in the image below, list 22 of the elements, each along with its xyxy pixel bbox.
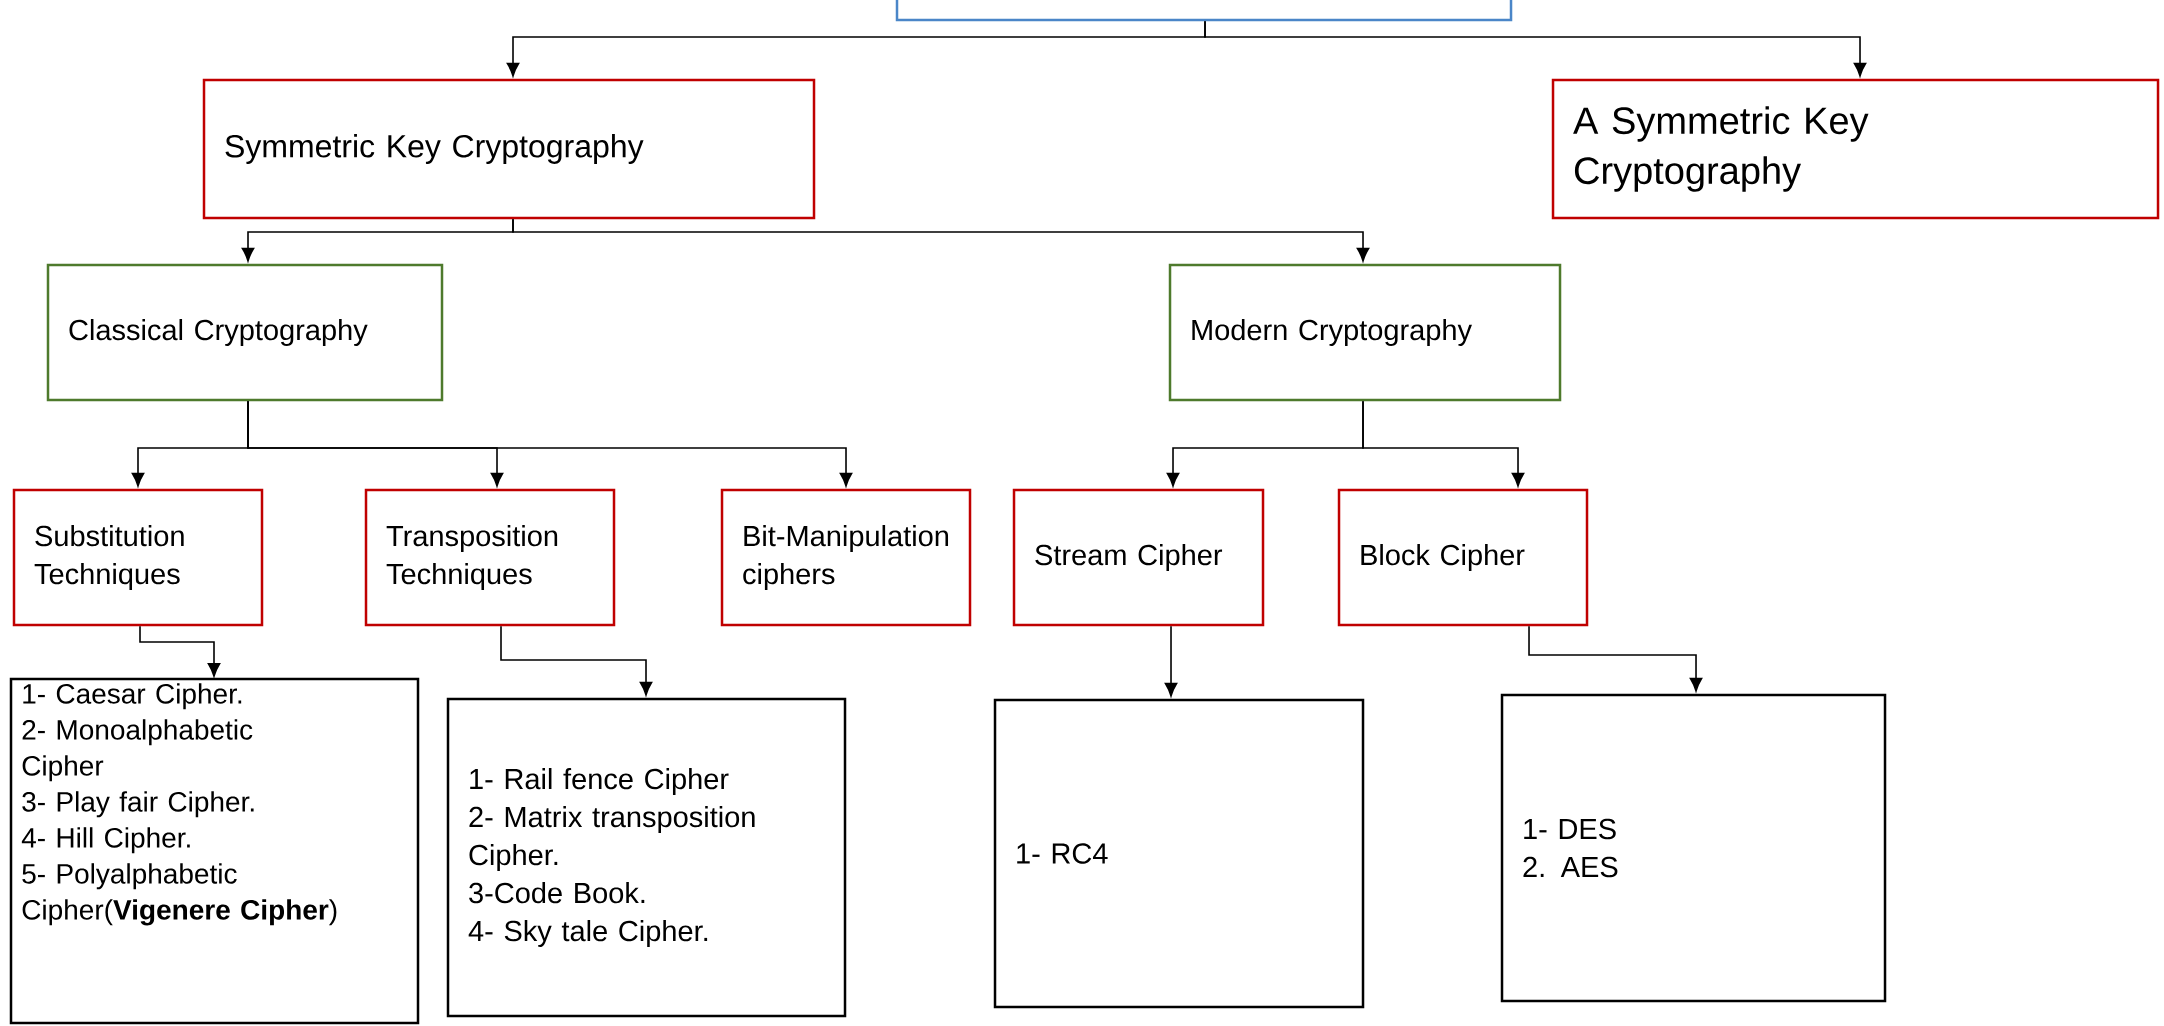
list-box: 1- DES 2. AES — [1500, 693, 1887, 1003]
list-box: 1- Caesar Cipher. 2- Monoalphabetic Cipher 3- Play fair Cipher. 4- Hill Cipher. 5- Polyalphabetic Cipher(Vigenere Cipher) — [9, 677, 420, 1025]
arrow — [512, 218, 1370, 262]
box — [895, 0, 1513, 22]
list-box: 1- Rail fence Cipher 2- Matrix transposition Cipher. 3-Code Book. 4- Sky tale Cipher. — [446, 697, 847, 1018]
technique-box: Stream Cipher — [1012, 488, 1265, 627]
category-box: Classical Cryptography — [46, 263, 444, 402]
technique-box: Bit-Manipulation ciphers — [720, 488, 972, 627]
arrow — [500, 625, 653, 696]
technique-box: Substitution Techniques — [12, 488, 264, 627]
category-box: A Symmetric Key Cryptography — [1551, 78, 2160, 220]
arrow — [139, 625, 221, 677]
category-box: Symmetric Key Cryptography — [202, 78, 816, 220]
technique-box: Block Cipher — [1337, 488, 1589, 627]
technique-box: Transposition Techniques — [364, 488, 616, 627]
category-box: Modern Cryptography — [1168, 263, 1562, 402]
list-box: 1- RC4 — [993, 698, 1365, 1009]
arrow — [1164, 625, 1178, 697]
arrow — [247, 400, 853, 487]
arrow — [1362, 400, 1525, 487]
arrow — [1528, 625, 1703, 692]
arrow — [1204, 20, 1867, 77]
